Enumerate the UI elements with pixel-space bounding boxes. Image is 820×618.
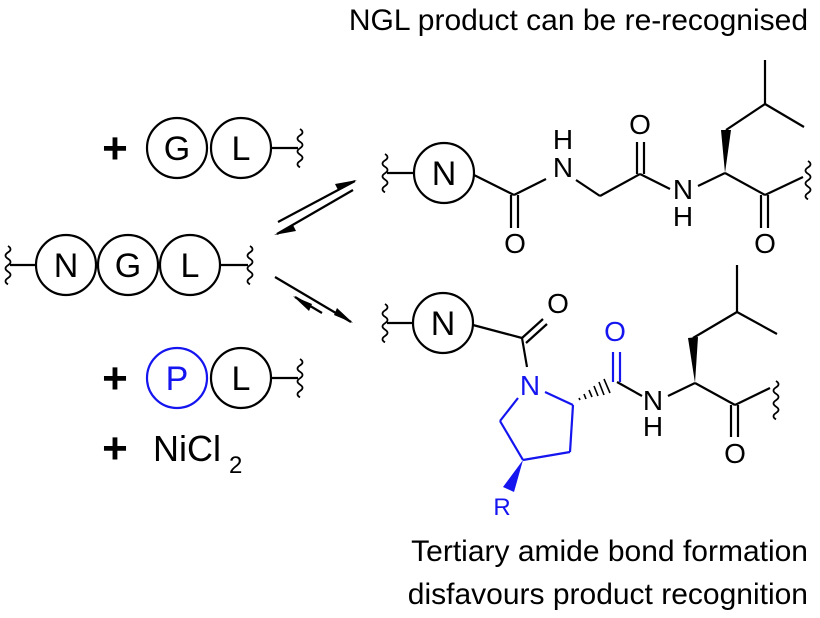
svg-text:O: O: [504, 228, 526, 259]
wavy-bond-icon: [772, 380, 780, 421]
product-ngl-structure: N O H N O N H O: [381, 60, 812, 259]
svg-text:O: O: [547, 288, 569, 319]
wavy-bond-icon: [296, 358, 304, 399]
svg-text:H: H: [643, 411, 663, 442]
svg-text:L: L: [181, 247, 200, 285]
wavy-bond-icon: [4, 245, 12, 286]
svg-text:N: N: [520, 370, 540, 401]
plus-sign: +: [102, 354, 128, 403]
svg-text:N: N: [431, 305, 456, 343]
svg-text:R: R: [493, 494, 510, 521]
svg-text:H: H: [673, 201, 693, 232]
svg-text:N: N: [673, 174, 693, 205]
svg-text:O: O: [724, 438, 746, 469]
svg-text:O: O: [604, 316, 626, 347]
residue-p: P: [145, 346, 209, 410]
svg-text:L: L: [232, 130, 251, 168]
wavy-bond-icon: [246, 245, 254, 286]
nickel-chloride-subscript: 2: [229, 452, 242, 479]
svg-text:N: N: [432, 155, 457, 193]
plus-sign: +: [102, 124, 128, 173]
svg-text:P: P: [166, 360, 189, 398]
product-ngp-structure: N O N R O N H O: [381, 265, 780, 521]
svg-text:O: O: [629, 109, 651, 140]
svg-text:G: G: [164, 130, 190, 168]
svg-text:N: N: [643, 385, 663, 416]
svg-text:L: L: [232, 360, 251, 398]
wavy-bond-icon: [381, 153, 389, 194]
residue-n: N: [34, 233, 98, 297]
equilibrium-arrow-bottom: [274, 276, 353, 323]
caption-top: NGL product can be re-recognised: [349, 4, 808, 37]
svg-text:G: G: [115, 247, 141, 285]
residue-l: L: [209, 346, 273, 410]
wavy-bond-icon: [296, 128, 304, 169]
svg-text:O: O: [754, 228, 776, 259]
nickel-chloride-label: NiCl: [153, 428, 221, 469]
residue-l: L: [158, 233, 222, 297]
caption-bottom-line2: disfavours product recognition: [408, 578, 808, 611]
wavy-bond-icon: [804, 160, 812, 201]
residue-g: G: [96, 233, 160, 297]
residue-l: L: [209, 116, 273, 180]
equilibrium-arrow-top: [274, 180, 357, 235]
plus-sign: +: [102, 424, 128, 473]
wavy-bond-icon: [381, 303, 389, 344]
svg-text:H: H: [553, 124, 573, 155]
svg-text:N: N: [54, 247, 79, 285]
residue-g: G: [145, 116, 209, 180]
svg-text:N: N: [553, 152, 573, 183]
caption-bottom-line1: Tertiary amide bond formation: [411, 535, 808, 568]
